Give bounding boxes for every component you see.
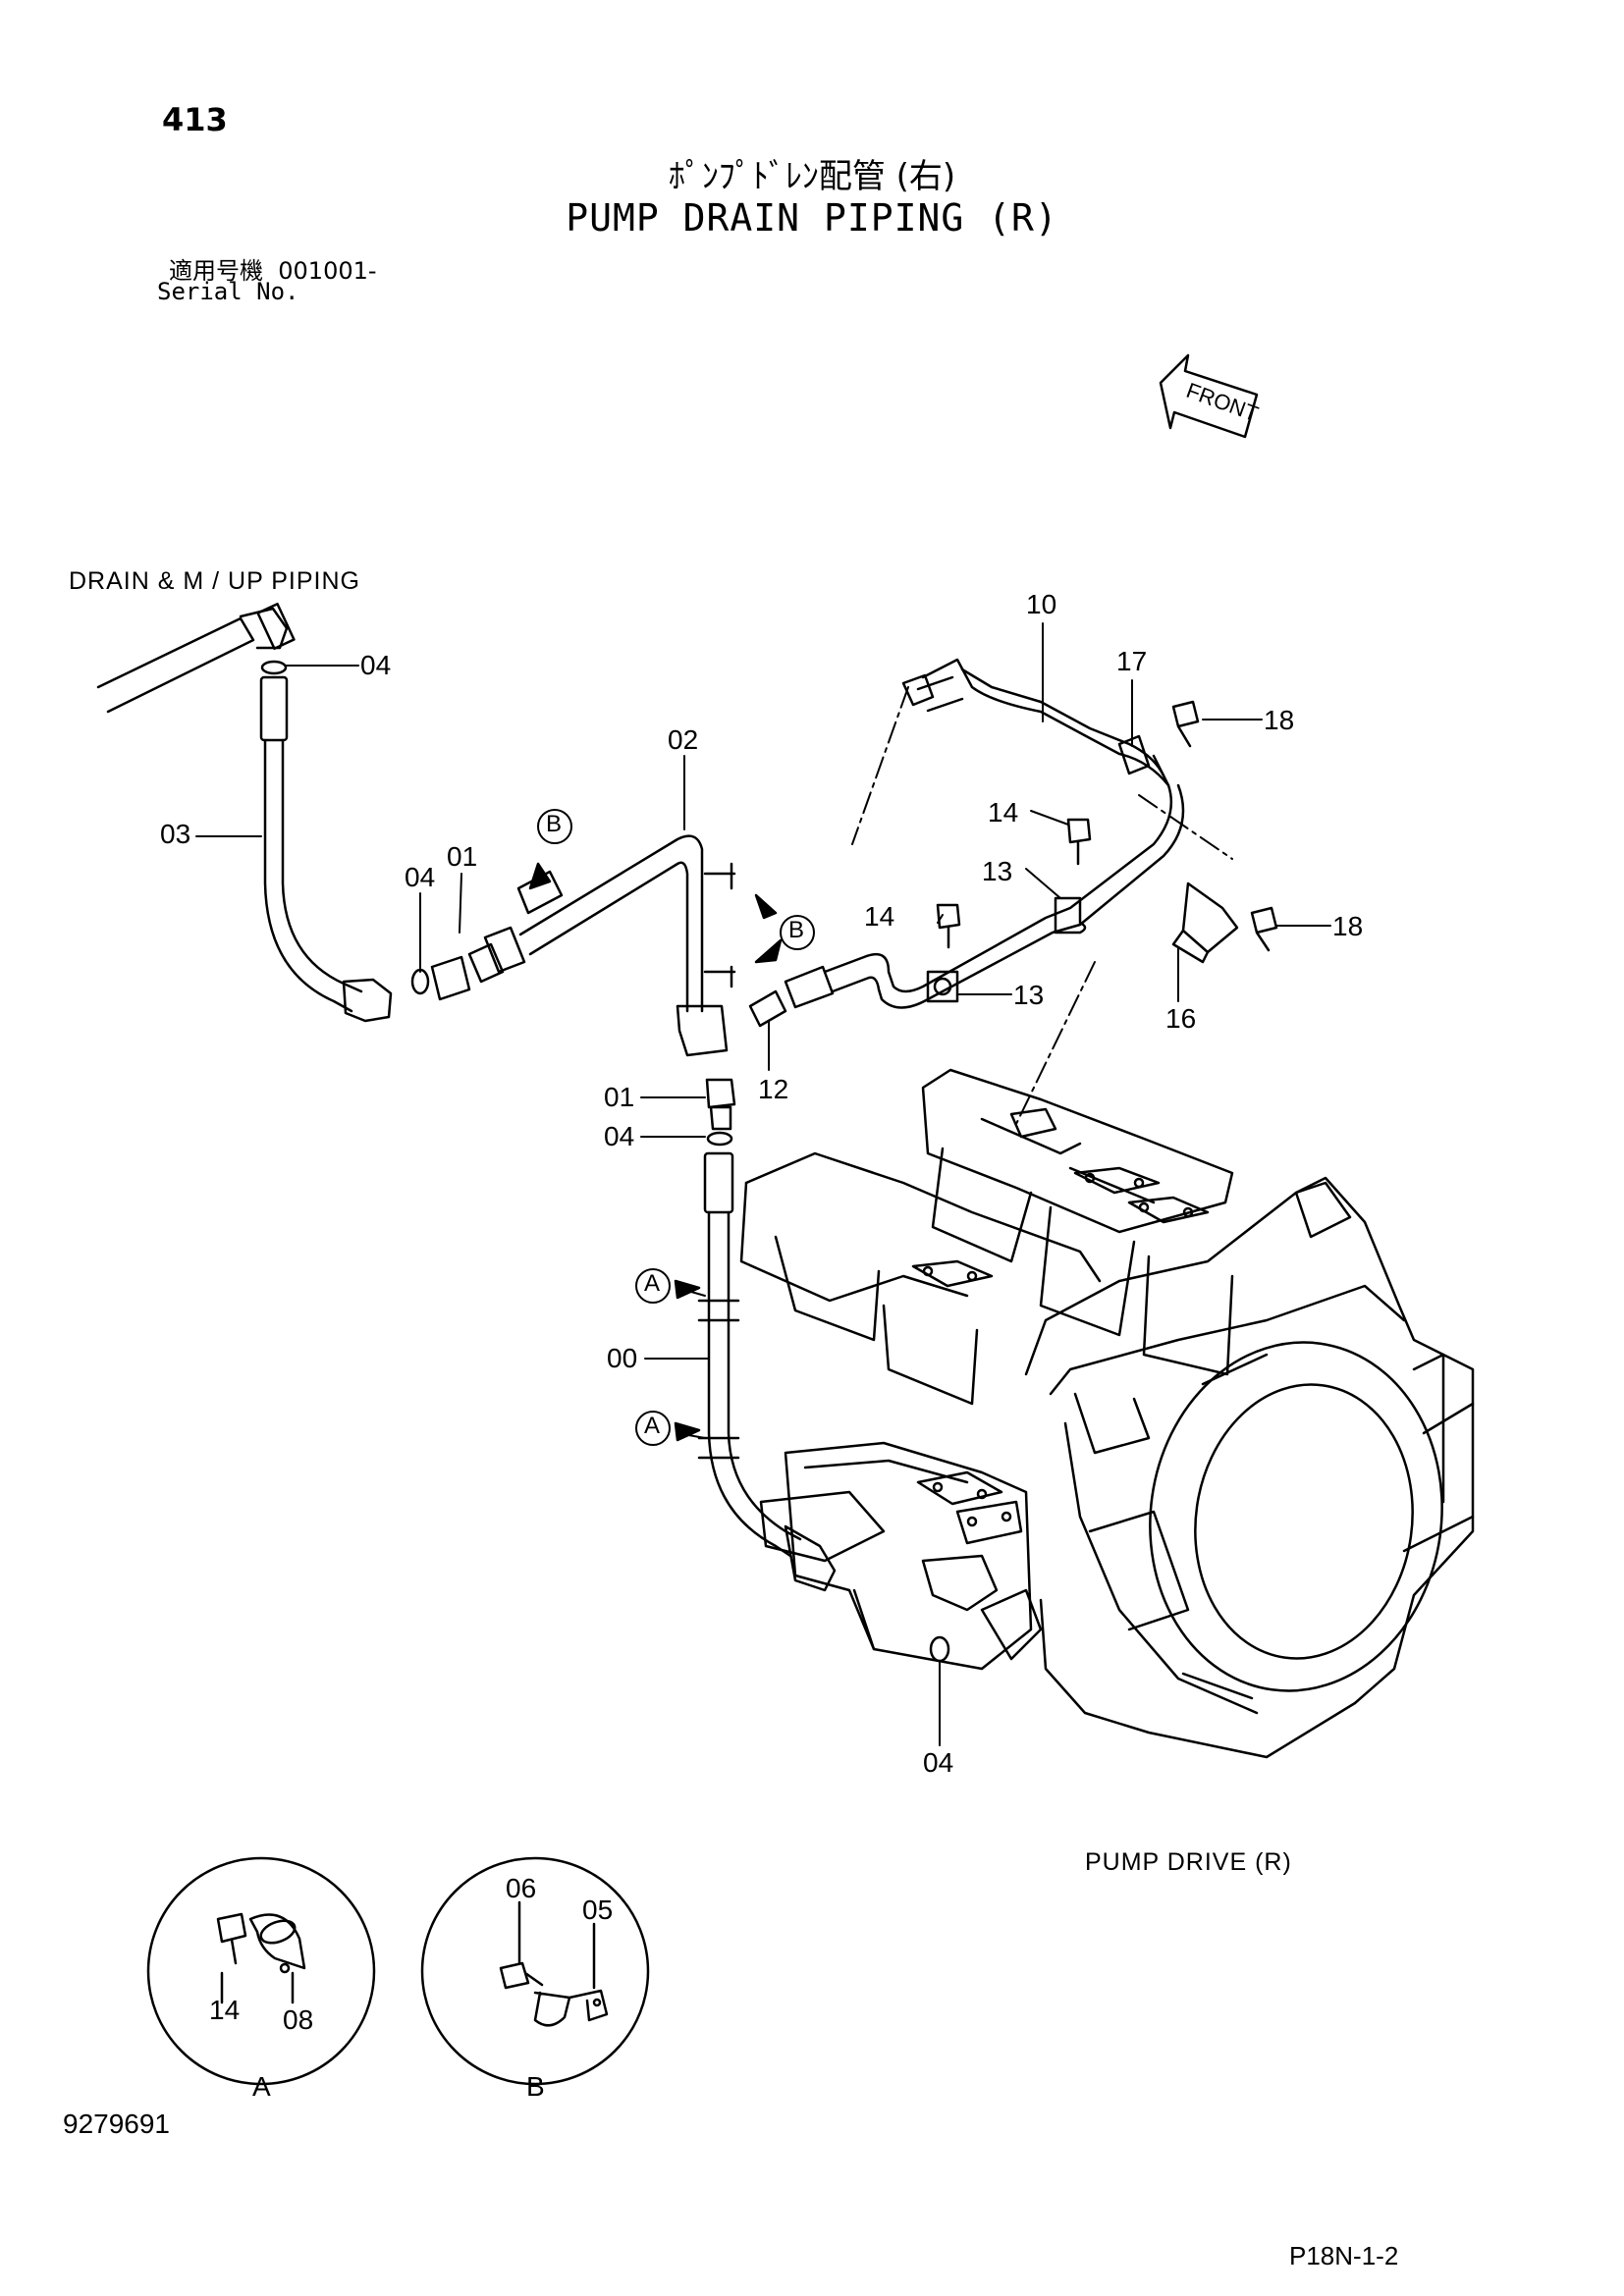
callout-leaders — [195, 622, 1331, 1746]
document-number: 9279691 — [63, 2109, 171, 2139]
detail-view-b — [420, 1856, 650, 2086]
callout-05: 05 — [582, 1895, 614, 1925]
callout-14: 14 — [209, 1995, 241, 2025]
callout-12: 12 — [758, 1074, 789, 1104]
callout-13: 13 — [1013, 980, 1045, 1010]
callout-18: 18 — [1332, 911, 1364, 941]
view-tag-a: A — [644, 1413, 661, 1439]
page-title-japanese: ﾎﾟﾝﾌﾟﾄﾞﾚﾝ配管 (右) — [668, 157, 956, 196]
callout-14: 14 — [864, 901, 895, 932]
callout-01: 01 — [604, 1082, 635, 1112]
serial-label: Serial No. — [157, 278, 299, 305]
drain-mup-pipe — [96, 602, 296, 714]
callout-04: 04 — [360, 650, 392, 680]
note-pump-drive: PUMP DRIVE (R) — [1085, 1848, 1292, 1876]
detail-view-a — [146, 1856, 376, 2086]
page-code: P18N-1-2 — [1289, 2241, 1399, 2270]
page-title: PUMP DRAIN PIPING (R) — [566, 196, 1058, 240]
tube-02 — [516, 834, 736, 1057]
callout-01: 01 — [447, 841, 478, 872]
serial-label-japanese: 適用号機 — [169, 257, 263, 285]
clamp-13 — [926, 896, 1087, 1003]
front-arrow-icon: FRONT — [1159, 353, 1262, 439]
callout-17: 17 — [1116, 646, 1148, 676]
callout-04: 04 — [604, 1121, 635, 1151]
assembly-leaders — [851, 686, 1233, 1125]
pump-drive-r — [739, 1068, 1475, 1759]
callout-18: 18 — [1264, 705, 1295, 735]
bracket-16 — [1171, 881, 1239, 964]
view-tag-circles — [537, 809, 815, 1446]
detail-label-a: A — [252, 2071, 271, 2102]
callout-08: 08 — [283, 2004, 314, 2035]
hose-00 — [697, 1151, 837, 1592]
hose-03 — [259, 660, 393, 1023]
view-tag-b: B — [546, 811, 563, 837]
callout-10: 10 — [1026, 589, 1057, 619]
note-drain-mup-piping: DRAIN & M / UP PIPING — [69, 567, 360, 595]
callout-04: 04 — [405, 862, 436, 892]
detail-label-b: B — [526, 2071, 545, 2102]
adapter-01-lower — [705, 1078, 736, 1147]
elbow-fittings — [410, 926, 526, 1001]
callout-14: 14 — [988, 797, 1019, 828]
view-tag-a: A — [644, 1270, 661, 1297]
serial-range: 適用号機 001001- — [169, 251, 377, 286]
view-tag-b: B — [788, 917, 805, 943]
callout-06: 06 — [506, 1873, 537, 1903]
callout-02: 02 — [668, 724, 699, 755]
view-tag-arrows — [528, 862, 783, 1442]
callout-03: 03 — [160, 819, 191, 849]
union-12 — [748, 965, 835, 1028]
callout-13: 13 — [982, 856, 1013, 886]
callout-00: 00 — [607, 1343, 638, 1373]
pipe-10 — [823, 658, 1185, 1009]
serial-value: 001001- — [278, 257, 377, 285]
bolt-18-icon — [1171, 700, 1278, 952]
callout-16: 16 — [1165, 1003, 1197, 1034]
page-number: 413 — [162, 101, 228, 138]
callout-04: 04 — [923, 1747, 954, 1778]
